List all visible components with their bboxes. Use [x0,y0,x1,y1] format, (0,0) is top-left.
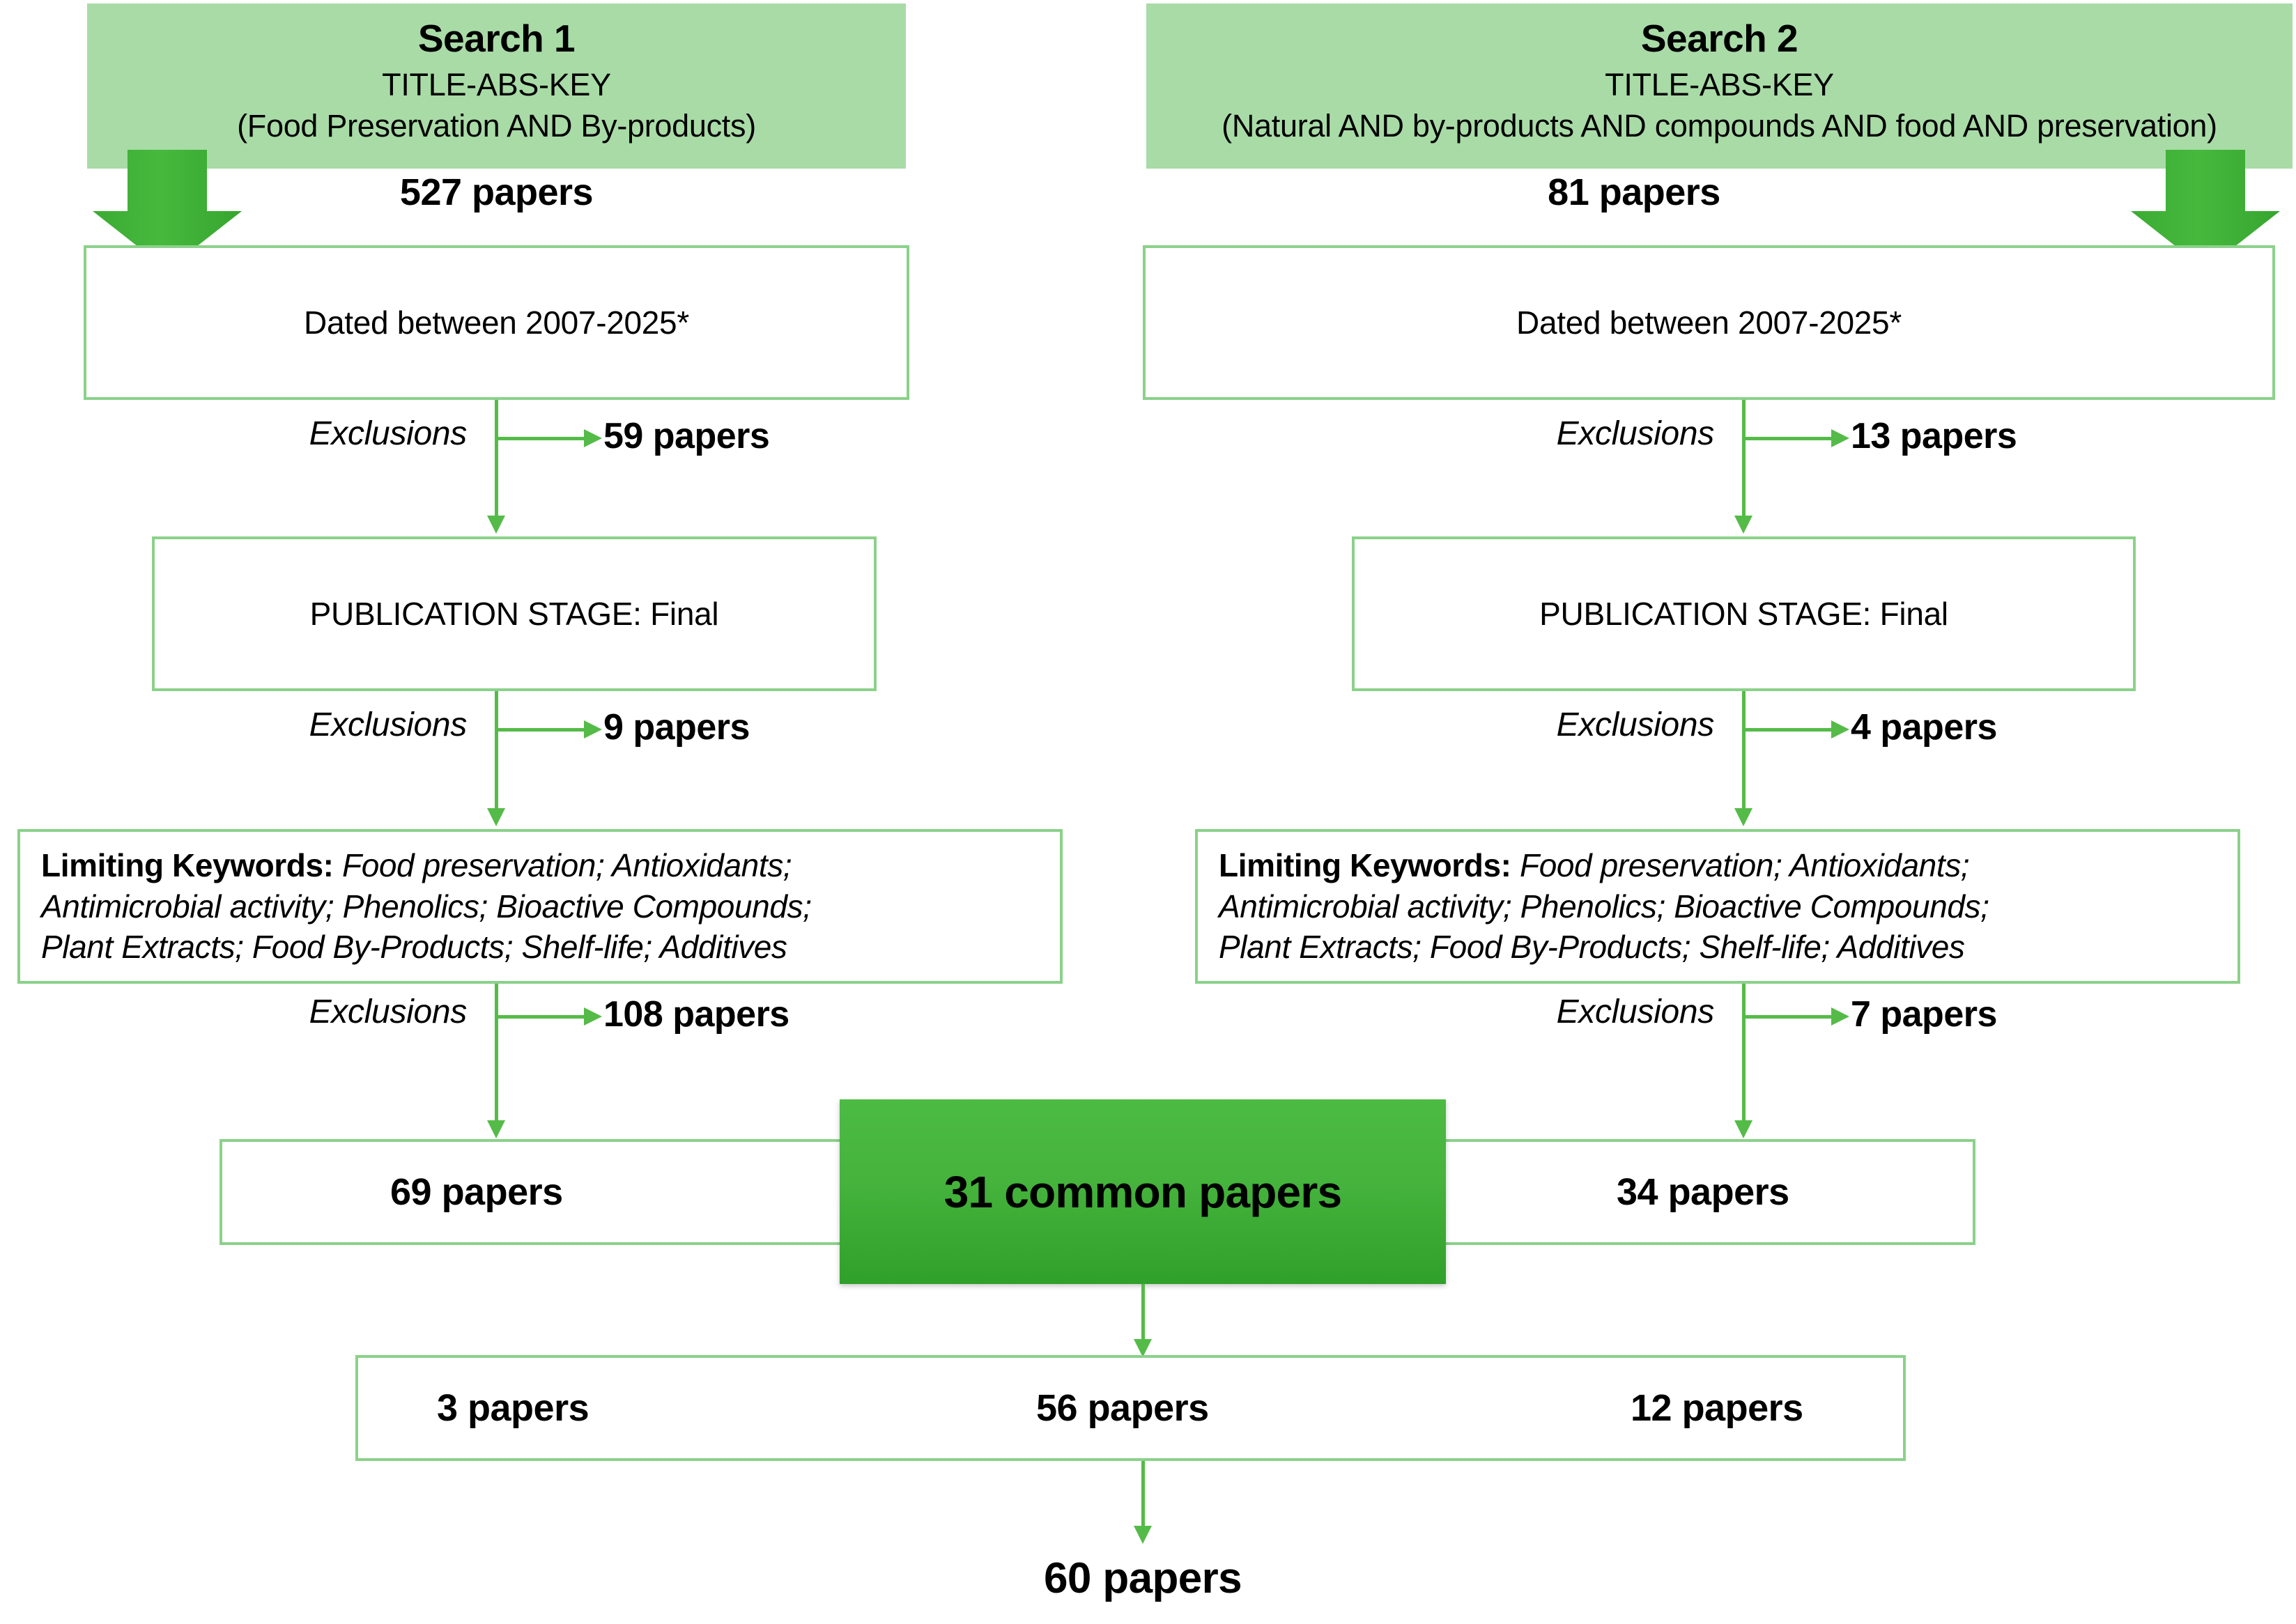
search1-exclusion-2-arrow-line [498,728,585,732]
search2-connector-2-arrowhead-icon [1734,808,1752,826]
search2-exclusion-1-arrow-line [1746,437,1833,440]
search2-connector-1 [1742,400,1746,518]
search1-exclusion-3-arrow-line [498,1015,585,1019]
search2-exclusion-2-label: Exclusions [1556,706,1715,743]
search1-header-banner: Search 1 TITLE-ABS-KEY (Food Preservatio… [87,3,906,169]
search1-exclusion-1-arrow-line [498,437,585,440]
search1-title: Search 1 [417,17,576,60]
search2-field: TITLE-ABS-KEY [1605,66,1834,102]
search2-keywords-label: Limiting Keywords: [1219,846,1511,883]
search2-publication-stage-label: PUBLICATION STAGE: Final [1539,596,1948,632]
search2-connector-2 [1742,691,1746,811]
screening-to-final-connector [1141,1461,1145,1536]
search1-result-count: 69 papers [390,1171,563,1213]
search1-keywords-label: Limiting Keywords: [41,846,334,883]
search1-exclusion-3-count: 108 papers [603,994,789,1035]
screening-center-count: 56 papers [1036,1387,1209,1429]
search2-exclusion-3-count: 7 papers [1851,994,1997,1035]
search1-keywords-line2: Antimicrobial activity; Phenolics; Bioac… [41,888,812,925]
search1-publication-stage-label: PUBLICATION STAGE: Final [309,596,719,632]
search2-publication-stage-box: PUBLICATION STAGE: Final [1352,536,2136,691]
search2-keywords-line3: Plant Extracts; Food By-Products; Shelf-… [1219,929,1965,966]
search2-connector-3-arrowhead-icon [1734,1120,1752,1138]
search1-exclusion-2-count: 9 papers [603,707,750,748]
search2-date-filter-box: Dated between 2007-2025* [1143,245,2275,400]
search1-exclusion-1-label: Exclusions [309,415,468,452]
search2-date-filter-label: Dated between 2007-2025* [1516,304,1902,341]
search1-keywords-line3: Plant Extracts; Food By-Products; Shelf-… [41,929,787,966]
search2-exclusion-3-arrow-line [1746,1015,1833,1019]
search2-title: Search 2 [1640,17,1798,60]
search2-header-banner: Search 2 TITLE-ABS-KEY (Natural AND by-p… [1146,3,2293,169]
search1-exclusion-1-count: 59 papers [603,416,770,456]
common-papers-label: 31 common papers [943,1166,1342,1217]
search1-exclusion-2-arrowhead-icon [584,720,602,738]
search1-connector-1 [495,400,498,518]
common-to-screening-connector [1141,1284,1145,1347]
search2-limiting-keywords-box: Limiting Keywords: Food preservation; An… [1195,829,2240,984]
search2-exclusion-2-arrow-line [1746,728,1833,732]
search2-result-count: 34 papers [1617,1171,1789,1213]
search2-entry-arrow-icon [2125,150,2286,272]
search2-query: (Natural AND by-products AND compounds A… [1222,107,2217,144]
search1-date-filter-box: Dated between 2007-2025* [84,245,909,400]
search2-exclusion-3-arrowhead-icon [1831,1007,1849,1026]
search2-exclusion-3-label: Exclusions [1556,993,1715,1030]
search1-query: (Food Preservation AND By-products) [237,107,756,144]
search1-keywords-line1: Food preservation; Antioxidants; [333,846,792,883]
common-to-screening-arrowhead-icon [1134,1339,1152,1357]
search1-limiting-keywords-box: Limiting Keywords: Food preservation; An… [17,829,1063,984]
search2-connector-1-arrowhead-icon [1734,516,1752,534]
search2-connector-3 [1742,984,1746,1123]
search1-exclusion-2-label: Exclusions [309,706,468,743]
search1-date-filter-label: Dated between 2007-2025* [304,304,689,341]
screening-right-count: 12 papers [1631,1387,1803,1429]
search1-connector-3 [495,984,498,1123]
search1-connector-1-arrowhead-icon [487,516,505,534]
search2-exclusion-1-count: 13 papers [1851,416,2017,456]
search2-exclusion-1-arrowhead-icon [1831,429,1849,447]
search2-exclusion-2-count: 4 papers [1851,707,1997,748]
search2-exclusion-1-label: Exclusions [1556,415,1715,452]
screening-row-box [355,1355,1906,1461]
search1-exclusion-1-arrowhead-icon [584,429,602,447]
search1-entry-arrow-icon [87,150,247,272]
search1-publication-stage-box: PUBLICATION STAGE: Final [152,536,877,691]
search1-connector-2 [495,691,498,811]
search2-initial-count: 81 papers [1548,171,1720,213]
search1-connector-3-arrowhead-icon [487,1120,505,1138]
screening-to-final-arrowhead-icon [1134,1526,1152,1544]
search1-initial-count: 527 papers [399,171,594,213]
search1-field: TITLE-ABS-KEY [382,66,611,102]
search1-connector-2-arrowhead-icon [487,808,505,826]
search2-keywords-line2: Antimicrobial activity; Phenolics; Bioac… [1219,888,1989,925]
search1-exclusion-3-arrowhead-icon [584,1007,602,1026]
search2-keywords-line1: Food preservation; Antioxidants; [1511,846,1970,883]
screening-left-count: 3 papers [437,1387,590,1429]
common-papers-box: 31 common papers [840,1099,1446,1284]
search2-exclusion-2-arrowhead-icon [1831,720,1849,738]
search1-exclusion-3-label: Exclusions [309,993,468,1030]
final-count: 60 papers [1043,1554,1242,1602]
